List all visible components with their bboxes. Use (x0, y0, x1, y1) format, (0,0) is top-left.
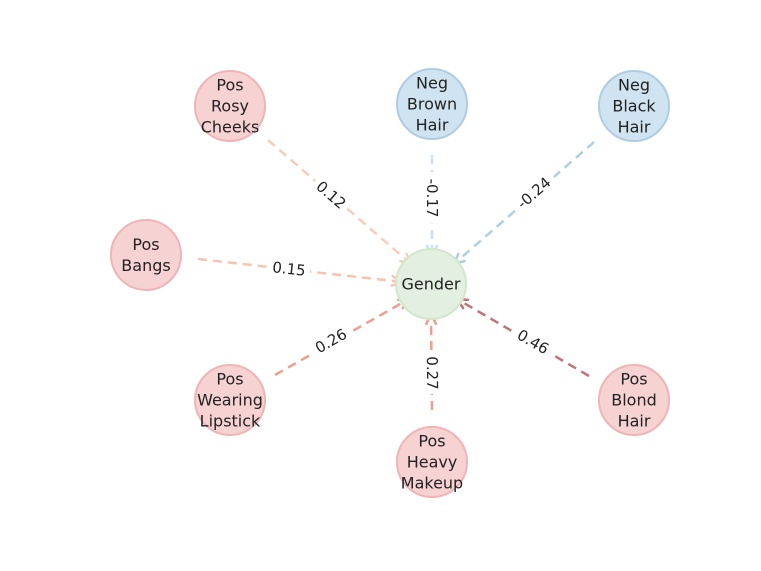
edge-blond-hair-weight-bg (509, 322, 557, 362)
edges-layer: 0.12 -0.17 -0.24 0.15 0.26 0.27 0.46 (197, 139, 595, 411)
node-rosy-cheeks-label-line-2: Rosy (211, 97, 249, 116)
node-wearing-lipstick-label-line-3: Lipstick (200, 412, 261, 431)
node-gender-label-line-1: Gender (402, 275, 461, 294)
node-heavy-makeup-circle (396, 426, 468, 498)
node-rosy-cheeks-circle (194, 70, 266, 142)
node-black-hair-label-line-2: Black (612, 97, 656, 116)
node-bangs-label-line-1: Pos (132, 235, 159, 254)
edge-black-hair-weight-bg (508, 168, 560, 218)
node-wearing-lipstick-label-line-2: Wearing (197, 391, 263, 410)
edge-black-hair-weight: -0.24 (508, 168, 560, 218)
node-black-hair-label-line-1: Neg (618, 76, 650, 95)
edge-wearing-lipstick: 0.26 (274, 297, 411, 377)
node-black-hair-circle (598, 70, 670, 142)
node-rosy-cheeks-label-line-1: Pos (216, 76, 243, 95)
node-heavy-makeup-label-line-1: Pos (418, 432, 445, 451)
node-wearing-lipstick-label-line-1: Pos (216, 370, 243, 389)
node-rosy-cheeks-label-line-3: Cheeks (201, 118, 260, 137)
edge-wearing-lipstick-weight-bg (307, 321, 355, 361)
node-black-hair-label-line-3: Hair (618, 118, 651, 137)
edge-bangs-weight: 0.15 (267, 256, 311, 282)
edge-rosy-cheeks-weight-bg (308, 173, 354, 217)
node-brown-hair-label-line-2: Brown (407, 95, 457, 114)
edge-heavy-makeup: 0.27 (421, 312, 443, 411)
nodes-layer: PosRosyCheeksNegBrownHairNegBlackHairPos… (110, 68, 670, 498)
edge-brown-hair-weight: -0.17 (422, 172, 442, 224)
node-gender-circle (395, 248, 467, 320)
edge-bangs: 0.15 (197, 256, 404, 287)
edge-brown-hair-weight-bg (422, 172, 442, 224)
edge-bangs-weight-bg (267, 256, 311, 282)
node-blond-hair-label-line-1: Pos (620, 370, 647, 389)
edge-blond-hair: 0.46 (455, 297, 590, 378)
edge-brown-hair-weight-label: -0.17 (423, 179, 441, 218)
node-wearing-lipstick-circle (194, 364, 266, 436)
node-bangs-label-line-2: Bangs (121, 256, 170, 275)
node-brown-hair-label-line-3: Hair (416, 116, 449, 135)
edge-heavy-makeup-weight-label: 0.27 (423, 356, 441, 390)
edge-black-hair: -0.24 (452, 141, 595, 266)
node-brown-hair-label-line-1: Neg (416, 74, 448, 93)
node-blond-hair-label-line-2: Blond (611, 391, 657, 410)
node-blond-hair-label-line-3: Hair (618, 412, 651, 431)
edge-heavy-makeup-weight: 0.27 (421, 351, 443, 395)
node-blond-hair-circle (598, 364, 670, 436)
node-gender: Gender (395, 248, 467, 320)
node-bangs-circle (110, 219, 182, 291)
edge-bangs-line (197, 257, 403, 284)
edge-heavy-makeup-weight-bg (421, 351, 443, 395)
edge-brown-hair: -0.17 (422, 155, 442, 258)
edge-blond-hair-weight: 0.46 (509, 322, 557, 362)
node-heavy-makeup-label-line-2: Heavy (407, 453, 458, 472)
node-heavy-makeup-label-line-3: Makeup (401, 474, 463, 493)
node-brown-hair-circle (396, 68, 468, 140)
edge-bangs-weight-label: 0.15 (271, 258, 306, 280)
edge-wearing-lipstick-weight: 0.26 (307, 321, 355, 361)
edge-rosy-cheeks: 0.12 (267, 139, 413, 266)
